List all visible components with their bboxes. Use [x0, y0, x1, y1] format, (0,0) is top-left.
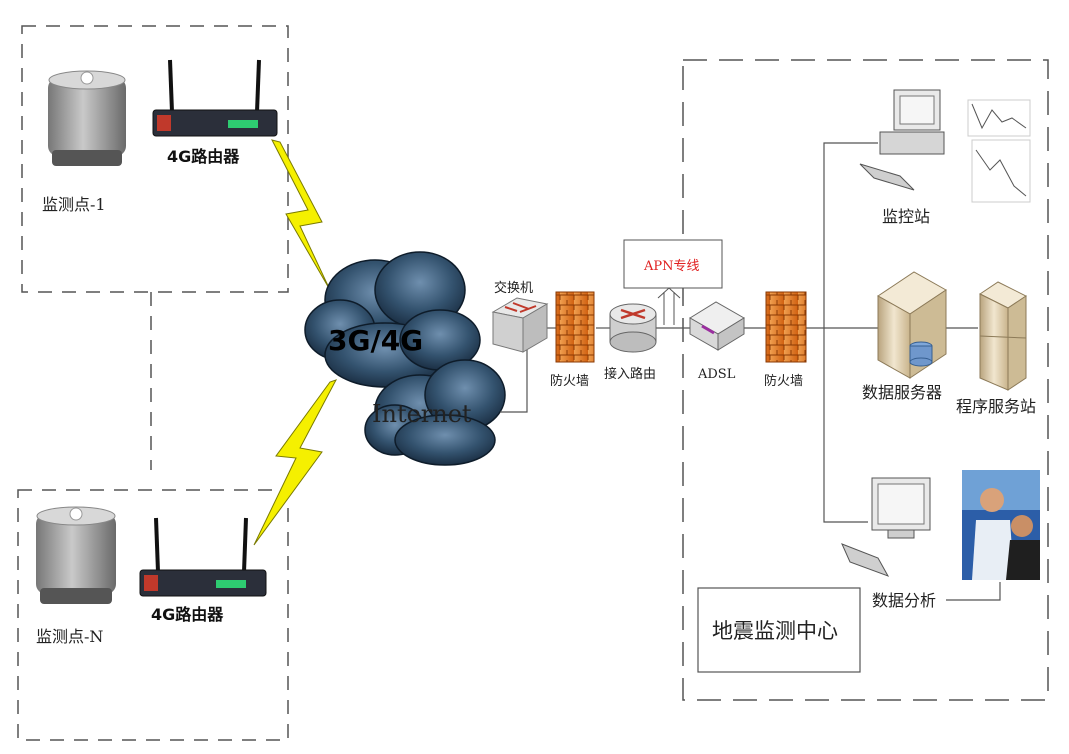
monitoring-center-region	[682, 59, 1049, 701]
router-1-label: 4G路由器	[167, 147, 240, 166]
site-1-label: 监测点-1	[42, 195, 106, 214]
firewall-1-label: 防火墙	[550, 373, 589, 389]
apn-label: APN专线	[643, 259, 700, 274]
program-server-icon	[979, 281, 1027, 391]
apn-arrow-icon	[657, 287, 681, 325]
sensor-N-icon	[36, 506, 116, 604]
monitor-station-label: 监控站	[882, 207, 930, 226]
connections	[500, 142, 1001, 601]
site-1-region	[21, 25, 289, 293]
wireless-link-1-bolt	[271, 139, 331, 291]
adsl-modem-icon	[689, 301, 745, 351]
router-N-label: 4G路由器	[151, 605, 224, 624]
sensor-1-icon	[48, 70, 126, 166]
program-server-label: 程序服务站	[956, 397, 1036, 416]
data-analysis-label: 数据分析	[872, 591, 936, 610]
analysts-photo	[962, 470, 1040, 580]
site-N-label: 监测点-N	[36, 627, 103, 646]
access-router-label: 接入路由	[604, 366, 656, 382]
firewall-2-label: 防火墙	[764, 373, 803, 389]
monitor-station-computer-icon	[859, 89, 945, 191]
charts-thumbnail-icon	[967, 99, 1031, 203]
cloud-internet-label: Internet	[372, 400, 472, 428]
router-N-icon	[139, 517, 267, 597]
apn-box	[623, 239, 723, 289]
center-title-box	[697, 587, 861, 673]
data-server-icon	[877, 271, 947, 379]
firewall-2-icon	[765, 291, 807, 363]
switch-icon	[491, 297, 549, 353]
firewall-1-icon	[555, 291, 595, 363]
router-1-icon	[152, 59, 278, 137]
cloud-3g4g-label: 3G/4G	[328, 324, 423, 357]
switch-label: 交换机	[494, 280, 533, 296]
data-analysis-computer-icon	[841, 477, 931, 577]
wireless-link-N-bolt	[253, 379, 338, 546]
adsl-label: ADSL	[697, 367, 736, 382]
center-title: 地震监测中心	[712, 619, 838, 643]
data-server-label: 数据服务器	[862, 383, 942, 402]
access-router-icon	[609, 303, 657, 353]
cloud-3g4g-icon	[304, 251, 481, 388]
site-N-region	[17, 489, 289, 741]
cloud-internet-icon	[364, 359, 506, 466]
